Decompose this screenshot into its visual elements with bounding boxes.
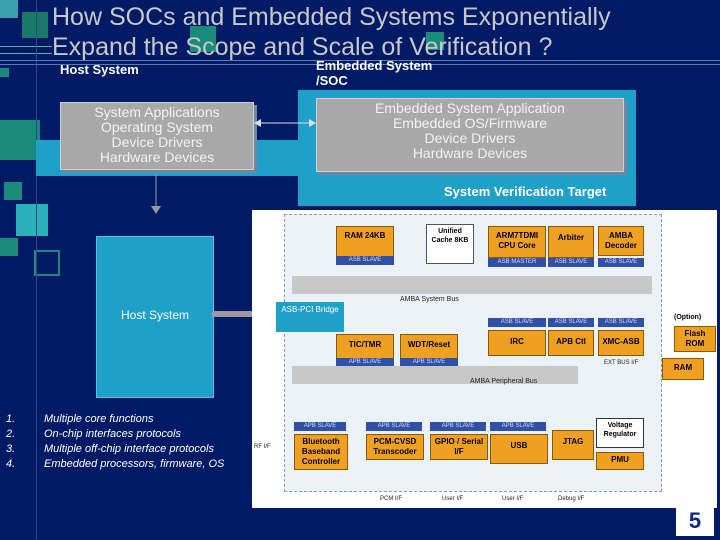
cache-block: Unified Cache 8KB xyxy=(426,224,474,264)
ram-ext-block: RAM xyxy=(662,358,704,380)
xmc-slave: ASB SLAVE xyxy=(598,318,644,327)
verification-target-label: System Verification Target xyxy=(444,184,607,199)
embedded-stack-line: Hardware Devices xyxy=(412,145,528,161)
list-number: 1. xyxy=(6,413,16,425)
down-arrow-icon xyxy=(151,174,161,214)
host-system-label: Host System xyxy=(60,62,139,77)
wdt-slave: APB SLAVE xyxy=(400,358,458,367)
user-if-label-1: User I/F xyxy=(442,496,464,502)
decoder-slave: ASB SLAVE xyxy=(598,258,644,267)
apbctl-slave: ASB SLAVE xyxy=(548,318,594,327)
debug-if-label: Debug I/F xyxy=(558,496,585,502)
irc-block: IRC xyxy=(488,330,546,356)
list-text: Multiple core functions xyxy=(44,413,154,425)
host-stack-line: Operating System xyxy=(100,119,214,135)
page-number: 5 xyxy=(676,506,714,536)
list-text: Multiple off-chip interface protocols xyxy=(44,443,214,455)
decor-square xyxy=(16,204,48,236)
ram-block: RAM 24KB xyxy=(336,226,394,260)
flash-block: Flash ROM xyxy=(674,326,716,352)
host-system-box-label: Host System xyxy=(120,308,189,322)
decoder-block: AMBA Decoder xyxy=(598,226,644,256)
embedded-stack-line: Embedded OS/Firmware xyxy=(392,115,548,131)
tic-slave: APB SLAVE xyxy=(336,358,394,367)
option-label: (Option) xyxy=(674,314,702,321)
system-bus-label: AMBA System Bus xyxy=(400,296,459,303)
arbiter-block: Arbiter xyxy=(548,226,594,258)
decor-square xyxy=(0,120,40,160)
list-item: 1. Multiple core functions xyxy=(6,412,246,427)
title-line-1: How SOCs and Embedded Systems Exponentia… xyxy=(52,3,611,31)
arbiter-slave: ASB SLAVE xyxy=(548,258,594,267)
embedded-software-stack: Embedded System Application Embedded OS/… xyxy=(316,98,624,172)
usb-block: USB xyxy=(490,434,548,464)
wdt-block: WDT/Reset xyxy=(400,334,458,359)
decor-line xyxy=(0,60,720,61)
decor-square xyxy=(0,238,18,256)
feature-list: 1. Multiple core functions 2. On-chip inte… xyxy=(6,412,246,472)
list-item: 2. On-chip interfaces protocols xyxy=(6,427,246,442)
embedded-system-label: Embedded System /SOC xyxy=(316,58,432,88)
decor-square xyxy=(34,250,60,276)
pcm-block: PCM-CVSD Transcoder xyxy=(366,434,424,460)
embedded-system-label-line-1: Embedded System xyxy=(316,58,433,73)
ram-slave: ASB SLAVE xyxy=(336,256,394,265)
list-number: 4. xyxy=(6,458,16,470)
list-number: 3. xyxy=(6,443,16,455)
decor-square xyxy=(22,12,48,38)
usb-slave: APB SLAVE xyxy=(490,422,546,431)
bt-slave: APB SLAVE xyxy=(294,422,346,431)
list-text: Embedded processors, firmware, OS xyxy=(44,458,225,470)
system-bus xyxy=(292,276,652,294)
embedded-stack-line: Embedded System Application xyxy=(375,100,565,116)
decor-line xyxy=(0,64,720,65)
user-if-label-2: User I/F xyxy=(502,496,524,502)
decor-square xyxy=(426,32,444,50)
peripheral-bus-label: AMBA Peripheral Bus xyxy=(470,378,538,385)
decor-square xyxy=(190,26,216,52)
embedded-system-label-line-2: /SOC xyxy=(316,73,348,88)
cpu-master: ASB MASTER xyxy=(488,258,546,267)
embedded-stack-line: Device Drivers xyxy=(424,130,516,146)
cpu-block: ARM7TDMI CPU Core xyxy=(488,226,546,258)
pmu-block: PMU xyxy=(596,452,644,470)
gpio-slave: APB SLAVE xyxy=(430,422,486,431)
jtag-block: JTAG xyxy=(552,430,594,460)
bridge-block: ASB-PCI Bridge xyxy=(276,302,344,332)
apbctl-block: APB Ctl xyxy=(548,330,594,356)
xmc-block: XMC-ASB xyxy=(598,330,644,356)
decor-square xyxy=(0,46,52,54)
link-arrow xyxy=(254,119,316,127)
ext-bus-label: EXT BUS I/F xyxy=(604,360,639,366)
host-stack-line: Hardware Devices xyxy=(99,149,215,165)
pcm-slave: APB SLAVE xyxy=(366,422,422,431)
list-item: 3. Multiple off-chip interface protocols xyxy=(6,442,246,457)
list-text: On-chip interfaces protocols xyxy=(44,428,181,440)
title-line-2: Expand the Scope and Scale of Verificati… xyxy=(52,33,553,61)
list-number: 2. xyxy=(6,428,16,440)
tic-block: TIC/TMR xyxy=(336,334,394,359)
bt-block: Bluetooth Baseband Controller xyxy=(294,434,348,470)
host-stack-line: System Applications xyxy=(94,104,220,120)
peripheral-bus xyxy=(292,366,578,384)
page-title: How SOCs and Embedded Systems Exponentia… xyxy=(52,2,712,62)
decor-square xyxy=(0,68,9,77)
host-system-box xyxy=(96,236,214,398)
host-bridge-link xyxy=(212,311,276,317)
decor-square xyxy=(4,182,22,200)
host-software-stack: System Applications Operating System Dev… xyxy=(60,102,254,170)
decor-line xyxy=(36,0,37,540)
rf-label: RF I/F xyxy=(254,444,271,450)
gpio-block: GPIO / Serial I/F xyxy=(430,434,488,460)
voltage-block: Voltage Regulator xyxy=(596,418,644,448)
irc-slave: ASB SLAVE xyxy=(488,318,546,327)
decor-square xyxy=(0,0,18,18)
pcm-if-label: PCM I/F xyxy=(380,496,402,502)
list-item: 4. Embedded processors, firmware, OS xyxy=(6,457,246,472)
host-stack-line: Device Drivers xyxy=(111,134,203,150)
